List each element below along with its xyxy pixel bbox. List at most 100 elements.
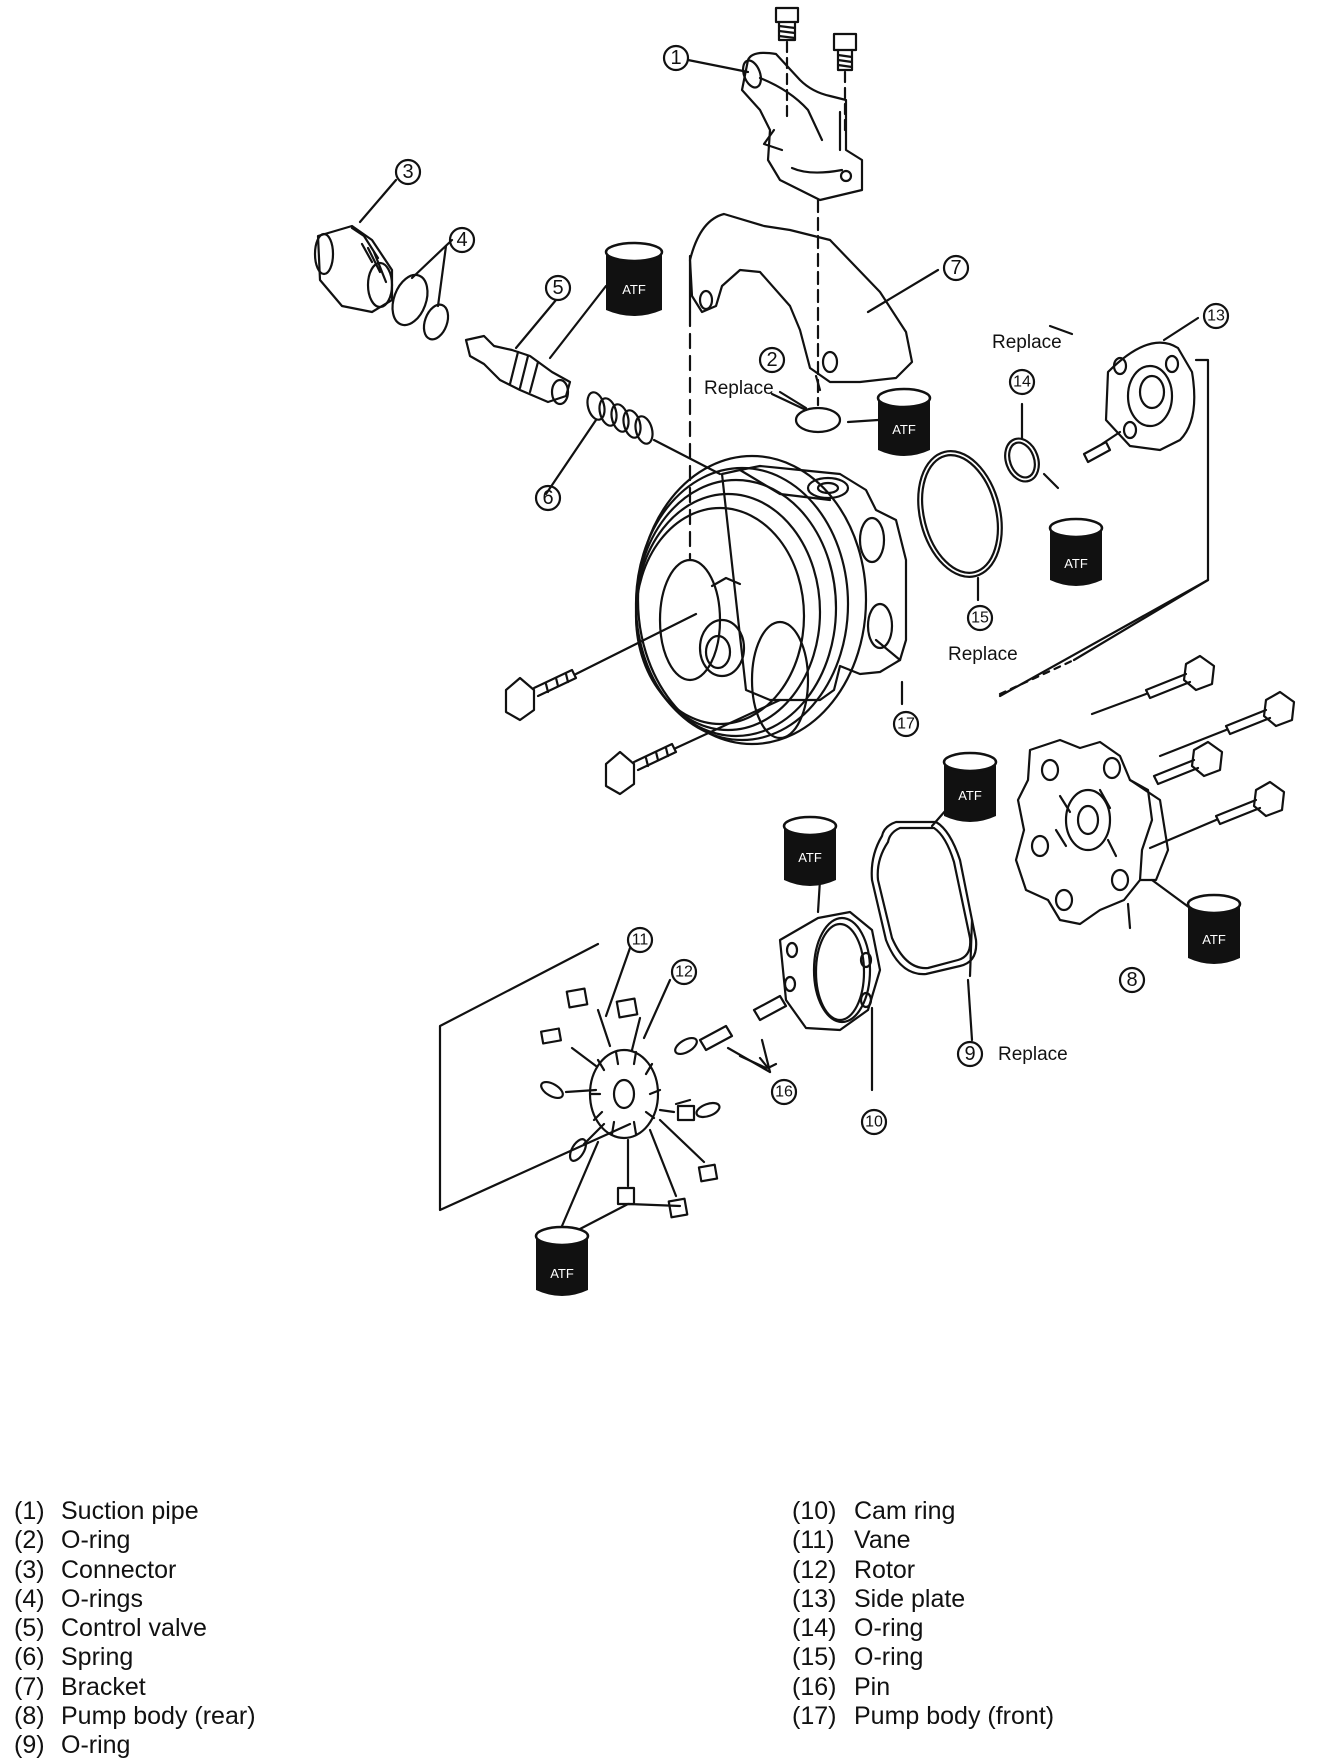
legend-number: (7) [14, 1672, 45, 1701]
o-ring-2 [794, 406, 842, 434]
callout-8-number: 8 [1126, 969, 1137, 991]
cam-ring [778, 910, 882, 1032]
bracket [688, 212, 914, 392]
callout-7-number: 7 [950, 257, 961, 279]
legend-item: (5)Control valve [14, 1614, 256, 1643]
bolt-suction-1 [774, 6, 800, 42]
callout-4-number: 4 [456, 229, 467, 251]
legend-item: (14) O-ring [792, 1614, 1054, 1643]
legend-label: O-rings [61, 1584, 143, 1613]
callout-9 [956, 1040, 984, 1068]
bolt-pump-1 [504, 668, 578, 722]
legend-label: Vane [854, 1526, 911, 1555]
bolt-rear-3 [1152, 740, 1224, 786]
legend-number: (4) [14, 1584, 45, 1613]
legend-item: (15) O-ring [792, 1643, 1054, 1672]
callout-12 [670, 958, 698, 986]
callout-17-number: 17 [897, 716, 915, 733]
atf-can-pump-body-rear: ATF [1186, 893, 1242, 964]
legend-label: O-ring [854, 1643, 924, 1672]
callout-9-number: 9 [964, 1043, 975, 1065]
atf-can-o-ring-14: ATF [1048, 517, 1104, 586]
o-ring-4a [391, 273, 429, 327]
legend-number: (2) [14, 1526, 45, 1555]
callout-17 [892, 710, 920, 738]
callout-15-number: 15 [971, 610, 989, 627]
atf-label: ATF [798, 850, 822, 865]
assembly-reference-line [438, 942, 632, 1212]
legend-item: (3) Connector [14, 1556, 256, 1585]
pump-body-rear [1014, 738, 1170, 926]
legend-label: O-ring [61, 1731, 131, 1760]
suction-pipe [740, 51, 864, 202]
connector [313, 224, 394, 314]
legend-number: (16) [792, 1672, 837, 1701]
callout-5-number: 5 [552, 277, 563, 299]
legend-item: (1) Suction pipe [14, 1497, 256, 1526]
callout-10-number: 10 [865, 1114, 883, 1131]
callout-15 [966, 604, 994, 632]
legend-number: (3) [14, 1555, 45, 1584]
legend-label: Cam ring [854, 1497, 956, 1525]
legend-number: (9) [14, 1731, 45, 1760]
control-valve [464, 334, 572, 406]
replace-note-o-ring-15: Replace [948, 644, 1018, 665]
callout-3 [394, 158, 422, 186]
legend-number: (10) [792, 1497, 837, 1525]
callout-2 [758, 346, 786, 374]
callout-7 [942, 254, 970, 282]
legend-number: (15) [792, 1643, 837, 1672]
atf-label: ATF [1064, 556, 1088, 571]
legend-number: (13) [792, 1584, 837, 1613]
legend-number: (12) [792, 1555, 837, 1584]
parts-legend-left: (1) Suction pipe (2) O-ring (3) Connector (… [14, 1497, 256, 1761]
callout-14-number: 14 [1013, 374, 1031, 391]
callout-3-number: 3 [402, 161, 413, 183]
callout-16 [770, 1078, 798, 1106]
atf-can-cam-ring: ATF [782, 815, 838, 886]
bolt-suction-2 [832, 32, 858, 72]
legend-item: (13)Side plate [792, 1585, 1054, 1614]
o-ring-14 [1004, 437, 1040, 483]
callout-1-number: 1 [670, 47, 681, 69]
legend-label: Control valve [61, 1614, 207, 1643]
o-ring-9 [870, 820, 978, 976]
vanes [539, 987, 721, 1219]
legend-label: Pump body (front) [854, 1702, 1055, 1731]
legend-label: Connector [61, 1555, 177, 1584]
legend-item: (10) Cam ring [792, 1497, 1054, 1526]
atf-label: ATF [958, 788, 982, 803]
legend-label: Pump body (rear) [61, 1702, 256, 1731]
replace-note-o-ring-9: Replace [998, 1044, 1068, 1065]
bolt-rear-1 [1144, 654, 1216, 700]
exploded-view-diagram: 1 2 3 4 5 6 7 8 9 10 11 12 13 14 15 16 1… [313, 6, 1296, 1296]
o-ring-15 [917, 450, 1003, 578]
atf-can-o-ring-9: ATF [942, 751, 998, 822]
legend-item: (8)Pump body (rear) [14, 1702, 256, 1731]
rotor [588, 1048, 662, 1140]
legend-label: O-ring [854, 1614, 924, 1643]
callout-14 [1008, 368, 1036, 396]
pump-body-front [720, 464, 908, 702]
legend-label: Pin [854, 1672, 891, 1701]
legend-item: (9) O-ring [14, 1731, 256, 1760]
pin-side-plate [1082, 440, 1112, 464]
callout-6 [534, 484, 562, 512]
atf-can-control-valve: ATF [604, 241, 664, 316]
legend-label: Suction pipe [61, 1497, 199, 1525]
callout-10 [860, 1108, 888, 1136]
legend-item: (16) Pin [792, 1673, 1054, 1702]
legend-number: (1) [14, 1497, 45, 1525]
legend-number: (14) [792, 1614, 837, 1643]
callout-1 [662, 44, 690, 72]
legend-label: O-ring [61, 1526, 131, 1555]
callout-12-number: 12 [675, 964, 693, 981]
o-ring-4b [422, 303, 450, 341]
legend-item: (17)Pump body (front) [792, 1702, 1054, 1731]
atf-label: ATF [892, 422, 916, 437]
legend-item: (6)Spring [14, 1643, 256, 1672]
legend-item: (4) O-rings [14, 1585, 256, 1614]
atf-can-o-ring-2: ATF [876, 387, 932, 456]
atf-label: ATF [1202, 932, 1226, 947]
legend-label: Rotor [854, 1555, 916, 1584]
